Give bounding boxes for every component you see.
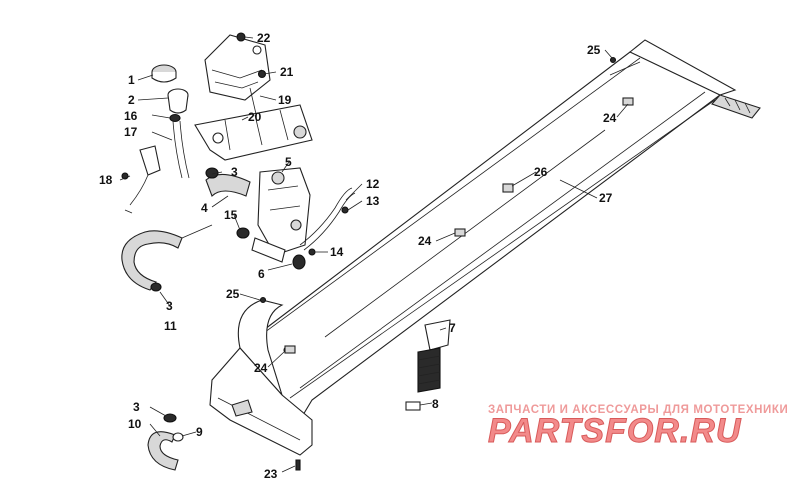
- callout-15: 15: [224, 208, 238, 222]
- callout-12: 12: [366, 177, 380, 191]
- hose-4: [205, 167, 251, 197]
- callout-2: 2: [128, 93, 135, 107]
- callout-10: 10: [128, 417, 142, 431]
- callout-24-b: 24: [418, 234, 432, 248]
- callouts: 1 2 3 3 3 4 5 6 7 8 9 10 11 12 13 14 15 …: [99, 31, 617, 481]
- screw-25-top: [609, 56, 617, 64]
- callout-16: 16: [124, 109, 138, 123]
- coolant-bottle: [204, 34, 271, 101]
- hose-10: [147, 431, 179, 471]
- vent-clip-18: [121, 145, 161, 214]
- fitting-9: [172, 432, 184, 442]
- bracket-20: [194, 104, 313, 161]
- callout-19: 19: [278, 93, 292, 107]
- callout-1: 1: [128, 73, 135, 87]
- callout-20: 20: [248, 110, 262, 124]
- screw-25-mid: [259, 296, 267, 304]
- cap-22: [236, 32, 246, 42]
- callout-5: 5: [285, 155, 292, 169]
- clamp-3-low: [163, 413, 177, 423]
- callout-4: 4: [201, 201, 208, 215]
- thermostat-housing-5: [257, 167, 311, 256]
- callout-25-b: 25: [226, 287, 240, 301]
- clip-24-c: [284, 345, 296, 354]
- fitting-6: [251, 237, 306, 270]
- filler-cap-1: [151, 64, 177, 83]
- callout-8: 8: [432, 397, 439, 411]
- callout-6: 6: [258, 267, 265, 281]
- leader-lines: [119, 36, 629, 473]
- callout-9: 9: [196, 425, 203, 439]
- watermark-caption: ЗАПЧАСТИ И АКСЕССУАРЫ ДЛЯ МОТОТЕХНИКИ: [488, 404, 789, 416]
- callout-17: 17: [124, 125, 138, 139]
- clamp-13: [341, 206, 349, 214]
- clamp-15: [236, 227, 250, 239]
- hose-11: [121, 230, 183, 291]
- callout-24-c: 24: [254, 361, 268, 375]
- clamp-3-mid: [150, 282, 162, 292]
- screw-23: [295, 459, 301, 471]
- hose-17: [172, 120, 190, 179]
- callout-3-b: 3: [166, 299, 173, 313]
- callout-22: 22: [257, 31, 271, 45]
- callout-7: 7: [449, 321, 456, 335]
- callout-25-a: 25: [587, 43, 601, 57]
- watermark-logo: PARTSFOR.RU: [487, 412, 742, 451]
- callout-11: 11: [164, 319, 177, 333]
- callout-21: 21: [280, 65, 294, 79]
- bleed-hose-12: [299, 187, 356, 251]
- callout-14: 14: [330, 245, 344, 259]
- clip-24-b: [454, 228, 466, 237]
- elbow-7: [424, 319, 451, 351]
- clip-26: [502, 183, 514, 193]
- callout-23: 23: [264, 467, 278, 481]
- callout-3-c: 3: [133, 400, 140, 414]
- callout-13: 13: [366, 194, 380, 208]
- callout-18: 18: [99, 173, 113, 187]
- callout-3-a: 3: [231, 165, 238, 179]
- bellows-8: [405, 347, 441, 411]
- callout-27: 27: [599, 191, 613, 205]
- clip-24-a: [622, 97, 634, 106]
- callout-26: 26: [534, 165, 548, 179]
- callout-24-a: 24: [603, 111, 617, 125]
- clamp-16: [169, 113, 181, 123]
- filler-neck-2: [167, 88, 189, 114]
